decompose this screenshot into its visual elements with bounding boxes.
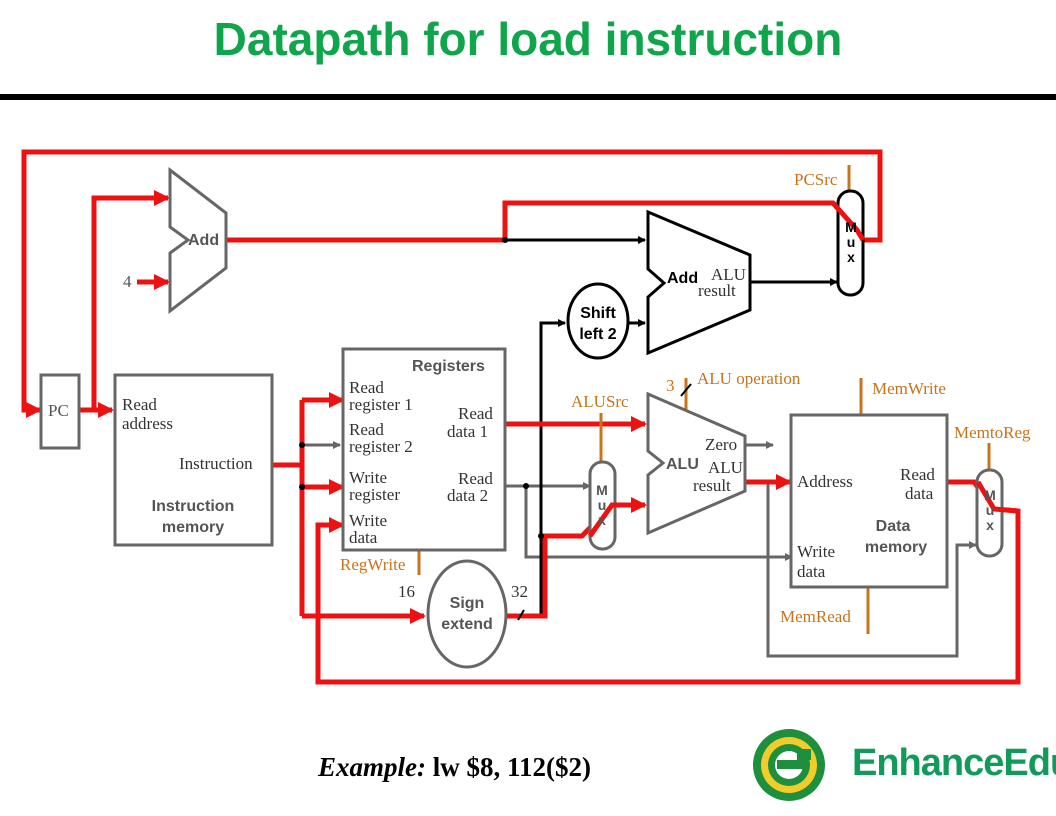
imem-read-address-label: Read [122, 395, 157, 414]
black-wires [505, 236, 838, 616]
registers-title: Registers [412, 358, 485, 375]
branch-adder [646, 209, 752, 356]
bits-3-slash [680, 383, 692, 397]
alu-result-label: result [693, 476, 731, 495]
write-data-mem-wire [524, 486, 793, 561]
write-register-label: Write [349, 468, 387, 487]
memtoreg-mux-letter: x [986, 517, 994, 533]
read-register-2-label: register 2 [349, 437, 413, 456]
active-path [21, 149, 1021, 685]
sign-extend-label: Sign [450, 595, 485, 612]
alusrc-mux-letter: u [598, 497, 607, 513]
junction-dots [299, 237, 544, 539]
pc-feedback-path [21, 149, 883, 418]
pc-mux-active [831, 201, 866, 242]
alusrc-mux-active [587, 502, 645, 538]
pc-mux-letter: u [847, 234, 856, 250]
branch-alu-result-label: ALU [711, 265, 746, 284]
read-data-2-label: data 2 [447, 486, 488, 505]
dmem-write-data-label: Write [797, 542, 835, 561]
read-register-1-label: register 1 [349, 395, 413, 414]
memtoreg-mux-active [975, 480, 1019, 514]
regwrite-label: RegWrite [340, 555, 405, 574]
sign-extend-label: extend [441, 616, 493, 633]
bits-3-label: 3 [666, 376, 675, 395]
data-memory-title: memory [865, 539, 927, 556]
read-data-1-label: Read [458, 404, 493, 423]
write-data-label: Write [349, 511, 387, 530]
data-memory-title: Data [876, 518, 911, 535]
junction-dot [538, 533, 544, 539]
pc-adder [168, 166, 228, 315]
read-data-1-label: data 1 [447, 422, 488, 441]
memtoreg-mux-letter: u [986, 502, 995, 518]
pc-mux-letter: x [847, 249, 855, 265]
alusrc-mux-letter: x [598, 512, 606, 528]
junction-dot [523, 483, 529, 489]
instruction-memory-title: memory [162, 519, 224, 536]
memtoreg-label: MemtoReg [954, 423, 1031, 442]
example-instruction: lw $8, 112($2) [426, 752, 591, 782]
pcsrc-label: PCSrc [794, 170, 838, 189]
inactive-wires [302, 441, 977, 658]
alusrc-mux-letter: M [596, 482, 608, 498]
memwrite-label: MemWrite [872, 379, 946, 398]
memtoreg-mux-letter: M [984, 487, 996, 503]
register-file [341, 347, 507, 552]
control-lines [417, 165, 991, 634]
write-register-label: register [349, 485, 400, 504]
pc-plus4-path [226, 200, 859, 243]
main-alu [646, 391, 747, 536]
imem-instruction-label: Instruction [179, 454, 253, 473]
alu-operation-label: ALU operation [697, 369, 801, 388]
memread-label: MemRead [780, 607, 851, 626]
dmem-write-data-label: data [797, 562, 826, 581]
page-title: Datapath for load instruction [213, 13, 843, 65]
alu-zero-label: Zero [705, 435, 737, 454]
read-register-2-label: Read [349, 420, 384, 439]
alusrc-label: ALUSrc [571, 392, 629, 411]
data-memory [789, 413, 949, 589]
pc-label: PC [48, 401, 69, 420]
bus-width-marks [517, 383, 692, 621]
example-label: Example: [318, 752, 426, 782]
const-4-label: 4 [123, 272, 132, 291]
branch-adder-label: Add [667, 270, 698, 287]
bits-16-label: 16 [398, 582, 415, 601]
alu-label: ALU [666, 456, 699, 473]
title-divider [0, 94, 1056, 100]
junction-dot [502, 237, 508, 243]
sign-extend-to-shift-wire [539, 319, 566, 616]
junction-dot [299, 442, 305, 448]
instruction-memory [113, 373, 274, 547]
instruction-memory-title: Instruction [152, 498, 235, 515]
branch-alu-result-label: result [698, 281, 736, 300]
shift-left-label: Shift [580, 305, 616, 322]
alu-result-bypass-wire [766, 482, 977, 658]
read-data-2-label: Read [458, 469, 493, 488]
imem-read-address-label: address [122, 414, 173, 433]
shift-left-label: left 2 [579, 326, 616, 343]
junction-dot [299, 484, 305, 490]
enhanceedu-logo-icon [753, 729, 825, 801]
dmem-read-data-label: Read [900, 465, 935, 484]
pc-to-adder-path [91, 190, 170, 410]
write-data-label: data [349, 528, 378, 547]
dmem-address-label: Address [797, 472, 853, 491]
alu-result-label: ALU [708, 458, 743, 477]
pc-register [39, 373, 81, 450]
shift-left-2 [566, 282, 630, 360]
sign-extend [426, 559, 508, 669]
dmem-read-data-label: data [905, 484, 934, 503]
read-register-1-label: Read [349, 378, 384, 397]
bits-32-label: 32 [511, 582, 528, 601]
pc-mux-letter: M [845, 219, 857, 235]
example-caption: Example: lw $8, 112($2) [318, 752, 591, 783]
bits-32-slash [517, 609, 525, 621]
enhanceedu-logo-text: EnhanceEdu [852, 742, 1056, 784]
pc-adder-label: Add [188, 232, 219, 249]
